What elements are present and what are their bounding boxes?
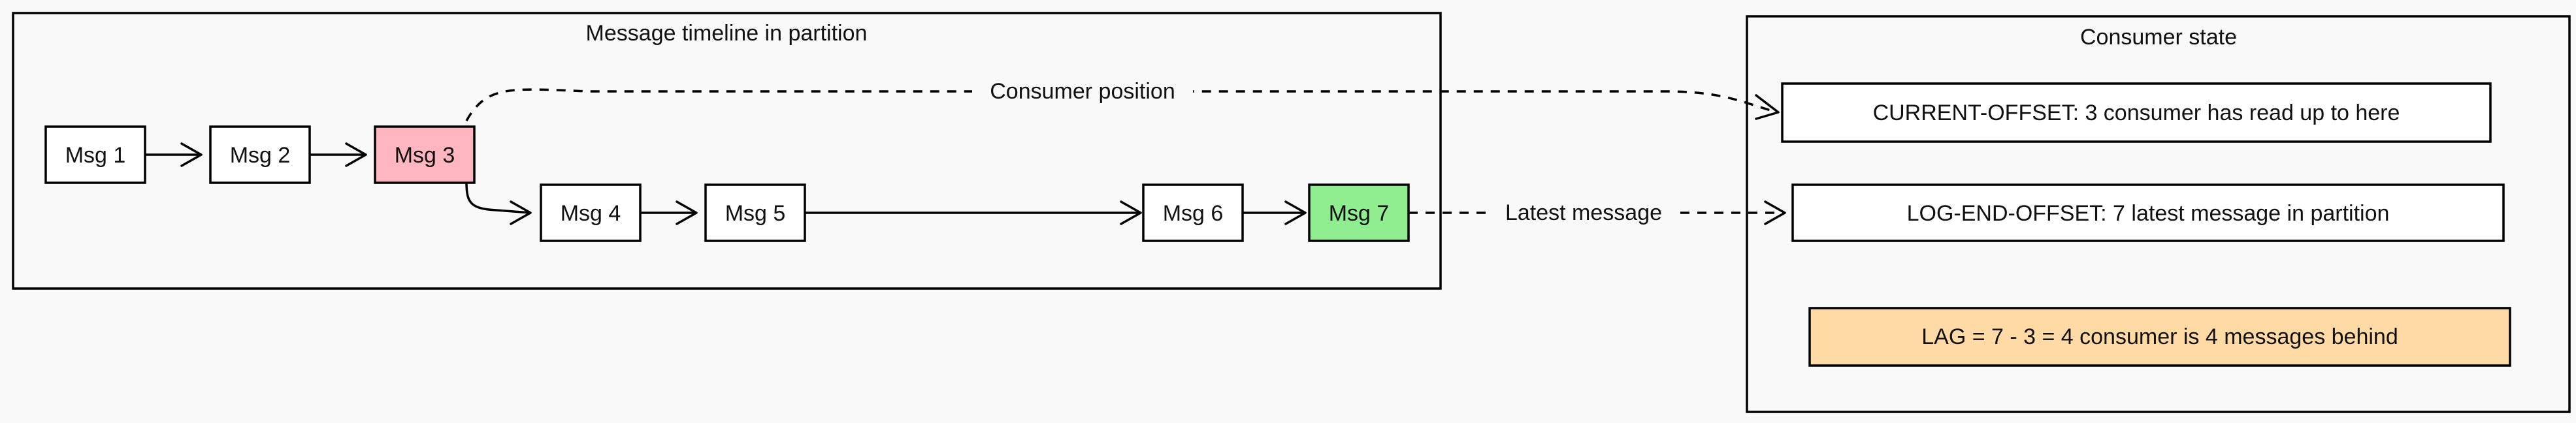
edge-msg6-msg7-arrowhead [1284, 200, 1307, 225]
timeline-cluster-border [12, 12, 1442, 290]
edge-msg5-msg6-arrowhead [1120, 200, 1142, 225]
edge-msg3-msg4 [465, 182, 531, 214]
edge-msg2-msg3-arrowhead [345, 142, 367, 167]
state-nodes: CURRENT-OFFSET: 3 consumer has read up t… [1781, 82, 2511, 367]
message-node-label: Msg 7 [1329, 201, 1390, 226]
lag-box [1808, 307, 2511, 367]
message-node-label: Msg 3 [395, 143, 455, 168]
message-node-box [374, 125, 476, 184]
current-offset-node[interactable]: CURRENT-OFFSET: 3 consumer has read up t… [1781, 82, 2492, 143]
message-node-box [704, 183, 806, 242]
message-node-label: Msg 2 [230, 143, 291, 168]
current-offset-label: CURRENT-OFFSET: 3 consumer has read up t… [1873, 101, 2400, 125]
message-node[interactable]: Msg 6 [1142, 183, 1244, 242]
edge-msg3-msg4-arrowhead [510, 200, 532, 225]
lag-node[interactable]: LAG = 7 - 3 = 4 consumer is 4 messages b… [1808, 307, 2511, 367]
log-end-offset-node[interactable]: LOG-END-OFFSET: 7 latest message in part… [1791, 183, 2505, 242]
message-node-box [1142, 183, 1244, 242]
edge-consumer-position-arrowhead [1755, 94, 1780, 120]
message-node-box [209, 125, 311, 184]
current-offset-box [1781, 82, 2492, 143]
message-node-label: Msg 6 [1163, 201, 1224, 226]
edge-consumer-position-label-bg [972, 77, 1193, 106]
message-node[interactable]: Msg 4 [540, 183, 642, 242]
message-node-box [540, 183, 642, 242]
message-node-label: Msg 4 [561, 201, 621, 226]
edge-latest-message-label-bg [1488, 198, 1679, 227]
message-node-label: Msg 1 [65, 143, 126, 168]
edge-msg4-msg5-arrowhead [676, 200, 698, 225]
consumer-state-cluster: Consumer state [1746, 15, 2571, 413]
edge-msg1-msg2-arrowhead [180, 142, 203, 167]
lag-label: LAG = 7 - 3 = 4 consumer is 4 messages b… [1921, 324, 2398, 349]
edge-latest-message-label: Latest message [1505, 200, 1662, 225]
timeline-cluster: Message timeline in partition [12, 12, 1442, 290]
message-node[interactable]: Msg 5 [704, 183, 806, 242]
edge-consumer-position-label: Consumer position [990, 79, 1175, 104]
consumer-state-cluster-border [1746, 15, 2571, 413]
message-nodes: Msg 1 Msg 2 Msg 3 Msg 4 Msg 5 Msg 6 Msg … [44, 125, 1410, 242]
edge-consumer-position [465, 88, 1778, 121]
message-node[interactable]: Msg 1 [44, 125, 146, 184]
message-node-box [44, 125, 146, 184]
message-node[interactable]: Msg 7 [1308, 183, 1410, 242]
state-edges: Consumer position Latest message [465, 77, 1786, 227]
message-node-box [1308, 183, 1410, 242]
message-node-label: Msg 5 [725, 201, 786, 226]
edge-latest-message-arrowhead [1764, 200, 1786, 225]
log-end-offset-label: LOG-END-OFFSET: 7 latest message in part… [1907, 201, 2390, 226]
consumer-state-cluster-title: Consumer state [2080, 25, 2237, 50]
message-node[interactable]: Msg 3 [374, 125, 476, 184]
message-edges [145, 142, 1307, 225]
message-node[interactable]: Msg 2 [209, 125, 311, 184]
timeline-cluster-title: Message timeline in partition [586, 21, 868, 46]
log-end-offset-box [1791, 183, 2505, 242]
